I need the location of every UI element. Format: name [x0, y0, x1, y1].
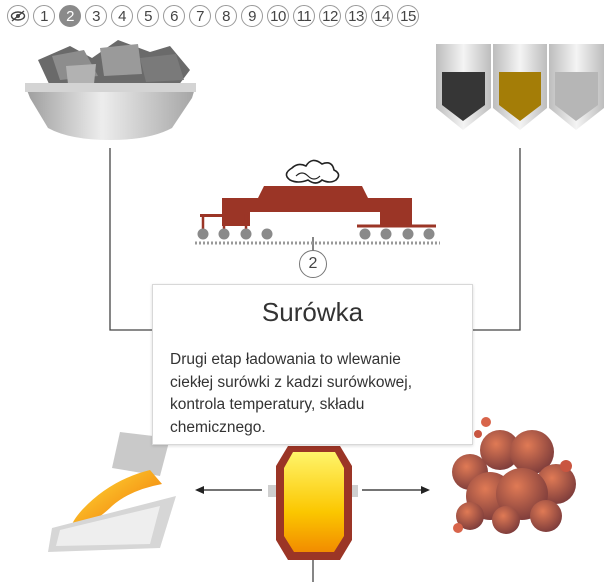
step-button-7[interactable]: 7: [189, 5, 211, 27]
step-marker-2[interactable]: 2: [299, 250, 327, 278]
popup-description: Drugi etap ładowania to wlewanie ciekłej…: [170, 351, 413, 436]
step-button-5[interactable]: 5: [137, 5, 159, 27]
step-button-6[interactable]: 6: [163, 5, 185, 27]
step-navigation: 1 2 3 4 5 6 7 8 9 10 11 12 13 14 15: [7, 5, 419, 29]
step-button-13[interactable]: 13: [345, 5, 367, 27]
hide-eye-icon[interactable]: [7, 5, 29, 27]
step-button-1[interactable]: 1: [33, 5, 55, 27]
pouring-ladle-icon: [48, 432, 176, 552]
scrap-bowl-icon: [25, 40, 196, 140]
converter-furnace-icon: [268, 446, 358, 560]
ladle-transfer-car-icon: [195, 159, 440, 245]
material-hoppers-icon: [436, 44, 604, 130]
step-button-14[interactable]: 14: [371, 5, 393, 27]
step-button-10[interactable]: 10: [267, 5, 289, 27]
step-button-4[interactable]: 4: [111, 5, 133, 27]
popup-title: Surówka: [261, 297, 364, 327]
step-button-3[interactable]: 3: [85, 5, 107, 27]
step-info-popup: Surówka Drugi etap ładowania to wlewanie…: [152, 284, 473, 445]
step-button-2[interactable]: 2: [59, 5, 81, 27]
step-button-8[interactable]: 8: [215, 5, 237, 27]
flow-arrows: [195, 486, 430, 494]
step-button-11[interactable]: 11: [293, 5, 315, 27]
smoke-cloud-icon: [452, 417, 576, 534]
connector-lines: [109, 148, 521, 582]
step-button-12[interactable]: 12: [319, 5, 341, 27]
step-button-15[interactable]: 15: [397, 5, 419, 27]
step-button-9[interactable]: 9: [241, 5, 263, 27]
